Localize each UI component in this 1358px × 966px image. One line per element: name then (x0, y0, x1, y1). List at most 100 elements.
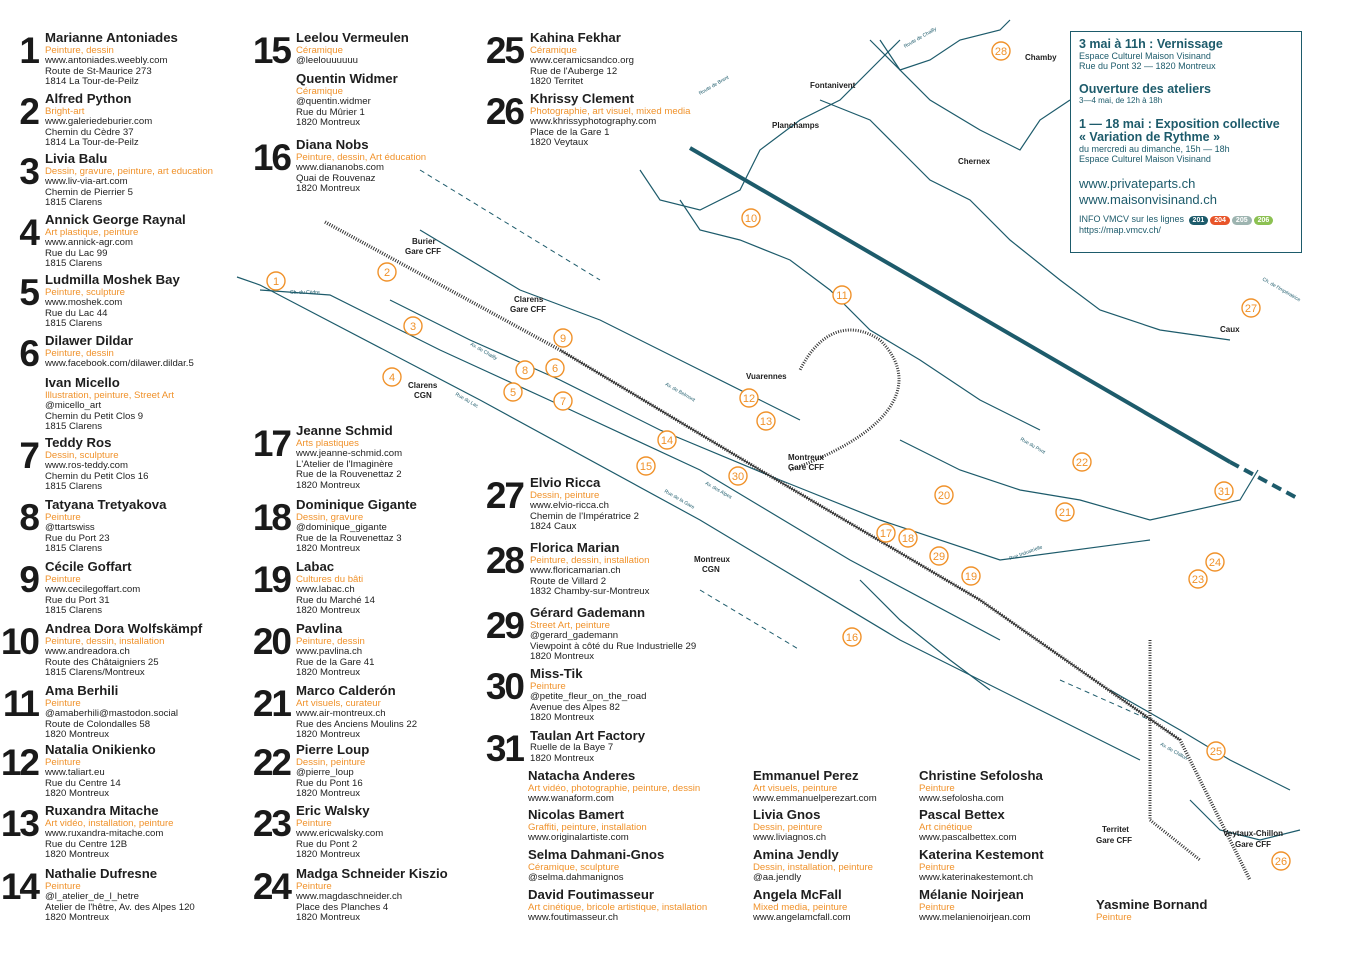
artist-number: 1 (19, 30, 40, 71)
artist-marker[interactable]: 19 (961, 566, 981, 586)
artist-marker[interactable]: 15 (636, 456, 656, 476)
artist-info-line[interactable]: www.floricamarian.ch (530, 565, 621, 576)
artist-marker[interactable]: 11 (832, 285, 852, 305)
artist-info-line[interactable]: www.labac.ch (296, 584, 355, 595)
place-label: Clarens (408, 381, 438, 390)
artist-marker[interactable]: 8 (515, 360, 535, 380)
artist-info-line[interactable]: www.originalartiste.com (528, 832, 629, 843)
artist-discipline: Art plastique, peinture (45, 227, 139, 238)
marker-circle (636, 456, 656, 476)
artist-marker[interactable]: 31 (1214, 481, 1234, 501)
artist-info-line[interactable]: www.elvio-ricca.ch (530, 500, 609, 511)
artist-info-line[interactable]: www.magdaschneider.ch (296, 891, 403, 902)
artist-info-line[interactable]: @selma.dahmanignos (528, 872, 624, 883)
artist-name: Andrea Dora Wolfskämpf (45, 621, 203, 636)
artist-info-line[interactable]: www.emmanuelperezart.com (753, 793, 877, 804)
marker-circle (876, 523, 896, 543)
artist-info-line[interactable]: www.ericwalsky.com (296, 828, 384, 839)
artist-marker[interactable]: 3 (403, 316, 423, 336)
artist-info-line: Chemin de l'Impératrice 2 (530, 510, 640, 522)
marker-circle (545, 358, 565, 378)
artist-info-line[interactable]: www.air-montreux.ch (296, 708, 386, 719)
artist-info-line[interactable]: www.angelamcfall.com (753, 912, 851, 923)
marker-circle (934, 485, 954, 505)
artist-info-line[interactable]: www.cecilegoffart.com (45, 584, 141, 595)
artist-info-line[interactable]: @aa.jendly (753, 872, 802, 883)
artist-info-line[interactable]: www.melanienoirjean.com (919, 912, 1031, 923)
artist-info-line[interactable]: www.ceramicsandco.org (530, 55, 634, 66)
artist-marker[interactable]: 29 (929, 546, 949, 566)
artist-marker[interactable]: 10 (741, 208, 761, 228)
artist-info-line: 1815 Clarens/Montreux (45, 667, 145, 679)
maisonvisinand-link[interactable]: www.maisonvisinand.ch (1079, 192, 1218, 207)
artist-info-line[interactable]: www.diananobs.com (296, 162, 384, 173)
artist-info-line[interactable]: www.pavlina.ch (296, 646, 363, 657)
artist-info-line[interactable]: www.annick-agr.com (45, 237, 133, 248)
artist-marker[interactable]: 25 (1206, 741, 1226, 761)
privateparts-link[interactable]: www.privateparts.ch (1079, 176, 1196, 191)
artist-name: Tatyana Tretyakova (45, 497, 167, 512)
artist-marker[interactable]: 5 (503, 382, 523, 402)
place-label: Fontanivent (810, 81, 856, 90)
artist-marker[interactable]: 21 (1055, 502, 1075, 522)
artist-marker[interactable]: 6 (545, 358, 565, 378)
artist-discipline: Peinture (530, 681, 566, 692)
artist-info-line: 1820 Montreux (296, 667, 360, 679)
artist-marker[interactable]: 9 (553, 328, 573, 348)
artist-name: Mélanie Noirjean (919, 887, 1024, 902)
artist-info-line[interactable]: www.jeanne-schmid.com (296, 448, 403, 459)
artist-marker[interactable]: 30 (728, 466, 748, 486)
artist-marker[interactable]: 14 (657, 430, 677, 450)
artist-marker[interactable]: 2 (377, 262, 397, 282)
artist-info-line[interactable]: www.andreadora.ch (45, 646, 130, 657)
artist-info-line: Avenue des Alpes 82 (530, 701, 620, 713)
artist-marker[interactable]: 1 (266, 271, 286, 291)
artist-info-line[interactable]: www.pascalbettex.com (919, 832, 1017, 843)
artist-info-line[interactable]: www.moshek.com (45, 297, 123, 308)
artist-info-line[interactable]: www.sefolosha.com (919, 793, 1004, 804)
artist-info-line[interactable]: www.ros-teddy.com (45, 460, 128, 471)
artist-discipline: Peinture, dessin, Art éducation (296, 152, 427, 163)
artist-marker[interactable]: 23 (1188, 569, 1208, 589)
artist-info-line: Rue de l'Auberge 12 (530, 65, 618, 77)
place-label: Gare CFF (1096, 836, 1132, 845)
artist-marker[interactable]: 12 (739, 388, 759, 408)
artist-discipline: Mixed media, peinture (753, 902, 848, 913)
vmcv-link[interactable]: https://map.vmcv.ch/ (1079, 225, 1161, 235)
artist-marker[interactable]: 13 (756, 411, 776, 431)
artist-discipline: Peinture, sculpture (45, 287, 125, 298)
artist-marker[interactable]: 16 (842, 627, 862, 647)
artist-number: 6 (19, 333, 40, 374)
artist-marker[interactable]: 26 (1271, 851, 1291, 871)
artist-info-line[interactable]: www.wanaform.com (528, 793, 614, 804)
artist-name: Ludmilla Moshek Bay (45, 272, 180, 287)
artist-info-line[interactable]: www.taliart.eu (45, 767, 105, 778)
artist-marker[interactable]: 24 (1205, 552, 1225, 572)
artist-info-line[interactable]: www.facebook.com/dilawer.dildar.5 (45, 358, 194, 369)
artist-info-line[interactable]: www.khrissyphotography.com (530, 116, 657, 127)
artist-info-line[interactable]: www.liviagnos.ch (753, 832, 827, 843)
artist-marker[interactable]: 22 (1072, 452, 1092, 472)
artist-info-line: 1820 Montreux (45, 788, 109, 800)
artist-info-line[interactable]: www.liv-via-art.com (45, 176, 128, 187)
artist-marker[interactable]: 17 (876, 523, 896, 543)
marker-circle (842, 627, 862, 647)
artist-marker[interactable]: 18 (898, 528, 918, 548)
artist-marker[interactable]: 27 (1241, 298, 1261, 318)
artist-info-line[interactable]: www.galeriedeburier.com (45, 116, 153, 127)
artist-marker[interactable]: 4 (382, 367, 402, 387)
artist-marker[interactable]: 20 (934, 485, 954, 505)
artist-name: David Foutimasseur (528, 887, 655, 902)
marker-number: 10 (745, 213, 757, 225)
artist-info-line[interactable]: www.ruxandra-mitache.com (45, 828, 164, 839)
artist-info-line: L'Atelier de l'Imaginère (296, 458, 393, 470)
artist-info-line[interactable]: www.katerinakestemont.ch (919, 872, 1034, 883)
artist-info-line[interactable]: www.antoniades.weebly.com (45, 55, 168, 66)
artist-discipline: Peinture, dessin, installation (530, 555, 650, 566)
artist-marker[interactable]: 7 (553, 391, 573, 411)
artist-info-line: 1820 Montreux (45, 729, 109, 741)
artist-marker[interactable]: 28 (991, 41, 1011, 61)
artist-info-line[interactable]: www.foutimasseur.ch (528, 912, 619, 923)
